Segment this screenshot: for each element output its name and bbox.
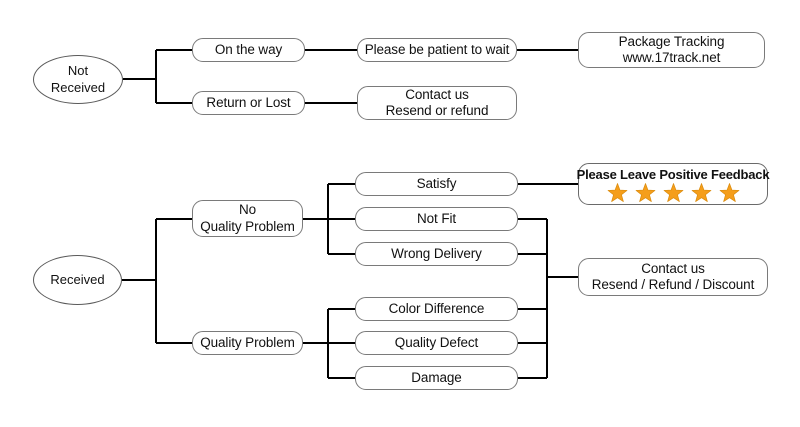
node-please-be-patient-label: Please be patient to wait xyxy=(364,41,510,57)
star-rating[interactable] xyxy=(607,182,740,204)
node-not-fit-label: Not Fit xyxy=(416,210,457,226)
node-contact-us-resend-or-refund-label: Contact us Resend or refund xyxy=(385,86,489,118)
node-not-fit[interactable]: Not Fit xyxy=(355,207,518,231)
node-quality-problem[interactable]: Quality Problem xyxy=(192,331,303,355)
node-color-difference-label: Color Difference xyxy=(388,300,485,316)
node-not-received[interactable]: Not Received xyxy=(33,55,123,104)
node-return-or-lost-label: Return or Lost xyxy=(206,94,291,110)
node-not-received-label: Not Received xyxy=(50,63,106,95)
node-package-tracking-label: Package Tracking www.17track.net xyxy=(618,33,725,65)
node-positive-feedback[interactable]: Please Leave Positive Feedback xyxy=(576,163,770,205)
node-return-or-lost[interactable]: Return or Lost xyxy=(192,91,305,115)
node-quality-problem-label: Quality Problem xyxy=(200,334,295,350)
star-icon[interactable] xyxy=(719,182,740,204)
node-contact-us-resend-refund-discount-label: Contact us Resend / Refund / Discount xyxy=(591,260,755,292)
node-received[interactable]: Received xyxy=(33,255,122,305)
node-contact-us-resend-or-refund[interactable]: Contact us Resend or refund xyxy=(357,86,517,120)
star-icon[interactable] xyxy=(663,182,684,204)
node-received-label: Received xyxy=(50,271,105,287)
node-please-be-patient[interactable]: Please be patient to wait xyxy=(357,38,517,62)
node-satisfy[interactable]: Satisfy xyxy=(355,172,518,196)
star-icon[interactable] xyxy=(607,182,628,204)
node-contact-us-resend-refund-discount[interactable]: Contact us Resend / Refund / Discount xyxy=(578,258,768,296)
star-icon[interactable] xyxy=(691,182,712,204)
node-package-tracking[interactable]: Package Tracking www.17track.net xyxy=(578,32,765,68)
star-icon[interactable] xyxy=(635,182,656,204)
node-no-quality-problem[interactable]: No Quality Problem xyxy=(192,200,303,237)
node-satisfy-label: Satisfy xyxy=(416,175,457,191)
node-color-difference[interactable]: Color Difference xyxy=(355,297,518,321)
node-quality-defect[interactable]: Quality Defect xyxy=(355,331,518,355)
node-damage[interactable]: Damage xyxy=(355,366,518,390)
node-on-the-way-label: On the way xyxy=(214,41,283,57)
node-on-the-way[interactable]: On the way xyxy=(192,38,305,62)
positive-feedback-title: Please Leave Positive Feedback xyxy=(576,166,770,182)
node-no-quality-problem-label: No Quality Problem xyxy=(200,202,295,234)
node-damage-label: Damage xyxy=(411,369,462,385)
node-wrong-delivery[interactable]: Wrong Delivery xyxy=(355,242,518,266)
node-quality-defect-label: Quality Defect xyxy=(394,334,479,350)
node-wrong-delivery-label: Wrong Delivery xyxy=(391,245,482,261)
